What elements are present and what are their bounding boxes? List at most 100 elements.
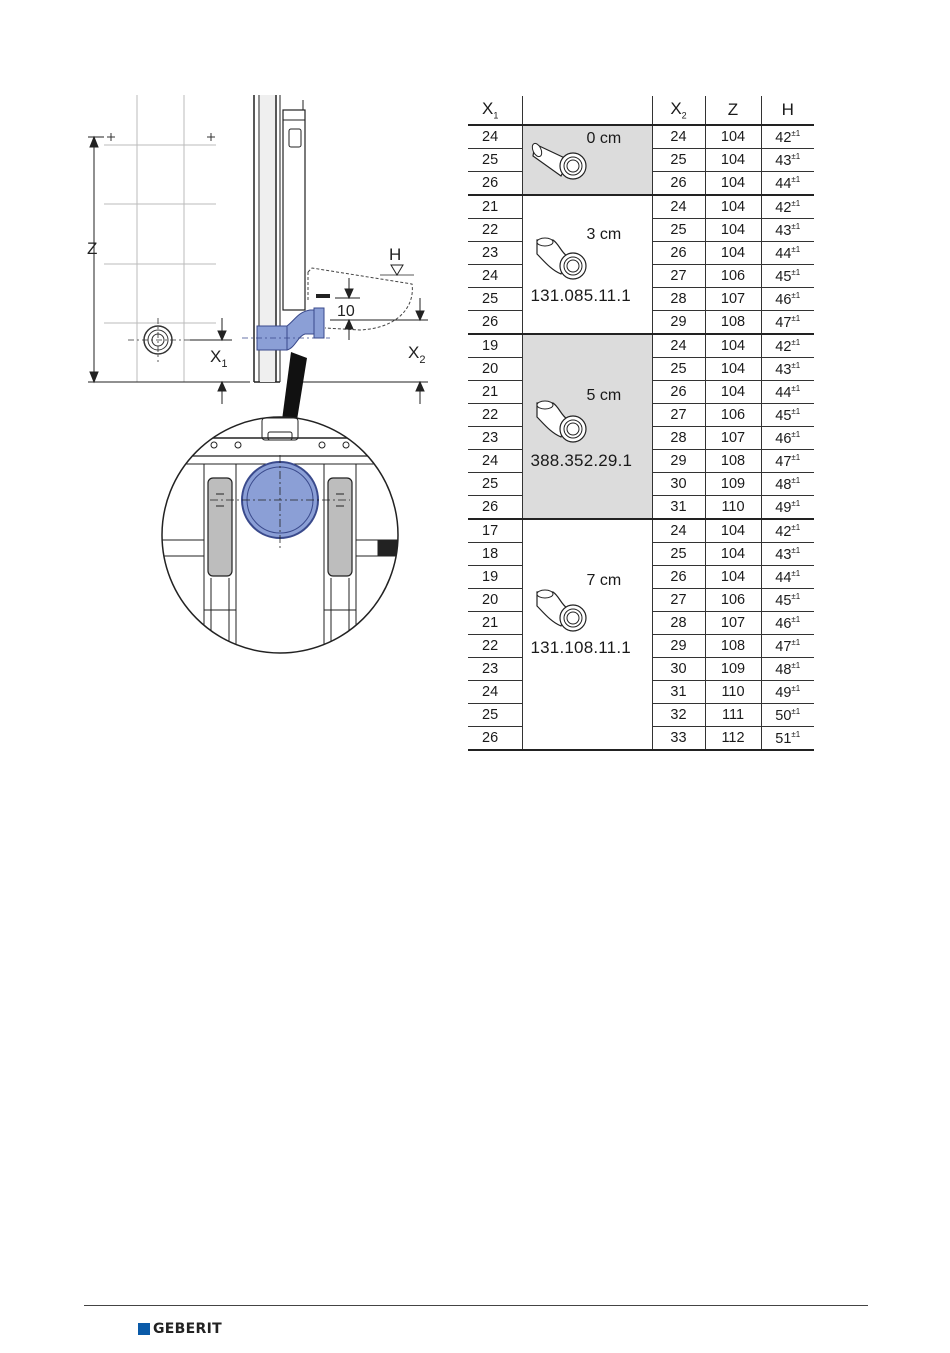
cell-h: 43±1 <box>760 357 814 381</box>
cell-x1: 25 <box>468 148 522 172</box>
tolerance: ±1 <box>791 198 801 208</box>
cell-x2: 27 <box>651 588 705 612</box>
h-value: 43 <box>775 361 792 378</box>
cell-h: 44±1 <box>760 241 814 265</box>
cell-h: 44±1 <box>760 171 814 196</box>
cell-h: 49±1 <box>760 680 814 704</box>
cell-x1: 20 <box>468 357 522 381</box>
cell-h: 44±1 <box>760 380 814 404</box>
h-value: 43 <box>775 546 792 563</box>
fitting-cell: 0 cm <box>521 125 652 196</box>
h-value: 47 <box>775 453 792 470</box>
cell-x2: 26 <box>651 565 705 589</box>
cell-z: 106 <box>704 264 761 288</box>
h-marker-icon <box>380 264 414 276</box>
cell-h: 48±1 <box>760 657 814 681</box>
h-value: 46 <box>775 615 792 632</box>
cell-x1: 24 <box>468 264 522 288</box>
cell-z: 107 <box>704 287 761 311</box>
brand-name: GEBERIT <box>153 1321 222 1337</box>
cell-x1: 20 <box>468 588 522 612</box>
cell-x1: 17 <box>468 519 522 543</box>
cell-x1: 25 <box>468 472 522 496</box>
article-number: 131.085.11.1 <box>530 286 631 305</box>
h-value: 46 <box>775 291 792 308</box>
tolerance: ±1 <box>791 591 801 601</box>
tolerance: ±1 <box>791 267 801 277</box>
cell-z: 109 <box>704 472 761 496</box>
cell-h: 44±1 <box>760 565 814 589</box>
cell-h: 42±1 <box>760 334 814 358</box>
tolerance: ±1 <box>791 313 801 323</box>
table-header-row: X1 X2 Z H <box>468 96 814 126</box>
cell-h: 43±1 <box>760 542 814 566</box>
cell-z: 104 <box>704 565 761 589</box>
header-h: H <box>760 96 814 126</box>
cell-z: 108 <box>704 310 761 335</box>
cell-x1: 26 <box>468 495 522 520</box>
header-x1: X1 <box>468 96 522 126</box>
cell-z: 106 <box>704 588 761 612</box>
drain-pipe <box>242 294 330 351</box>
h-value: 51 <box>775 730 792 747</box>
tolerance: ±1 <box>791 360 801 370</box>
tolerance: ±1 <box>791 406 801 416</box>
crosshair-marks <box>107 133 215 141</box>
tolerance: ±1 <box>791 174 801 184</box>
header-z: Z <box>704 96 761 126</box>
cell-z: 106 <box>704 403 761 427</box>
label-z: Z <box>87 239 97 258</box>
h-value: 46 <box>775 430 792 447</box>
cell-x2: 29 <box>651 634 705 658</box>
cell-x1: 21 <box>468 380 522 404</box>
tolerance: ±1 <box>791 151 801 161</box>
cell-z: 104 <box>704 218 761 242</box>
tolerance: ±1 <box>791 614 801 624</box>
cell-x2: 25 <box>651 148 705 172</box>
h-value: 42 <box>775 523 792 540</box>
cell-h: 49±1 <box>760 495 814 520</box>
article-number: 388.352.29.1 <box>530 451 633 470</box>
cell-z: 104 <box>704 195 761 219</box>
tolerance: ±1 <box>791 290 801 300</box>
cell-z: 110 <box>704 495 761 520</box>
tolerance: ±1 <box>791 568 801 578</box>
cell-x1: 19 <box>468 565 522 589</box>
cell-x2: 28 <box>651 287 705 311</box>
cell-x1: 26 <box>468 726 522 751</box>
h-value: 43 <box>775 222 792 239</box>
cell-x2: 26 <box>651 241 705 265</box>
label-10: 10 <box>337 303 355 320</box>
cell-z: 108 <box>704 634 761 658</box>
cell-z: 104 <box>704 148 761 172</box>
h-value: 44 <box>775 569 792 586</box>
h-value: 43 <box>775 152 792 169</box>
cell-x1: 21 <box>468 195 522 219</box>
wall-shading <box>260 95 275 382</box>
h-value: 47 <box>775 314 792 331</box>
tolerance: ±1 <box>791 383 801 393</box>
wc-bowl-outline <box>307 267 413 331</box>
front-view <box>104 95 216 383</box>
cell-x1: 24 <box>468 680 522 704</box>
fitting-offset: 7 cm <box>586 572 622 589</box>
h-value: 45 <box>775 268 792 285</box>
h-value: 44 <box>775 384 792 401</box>
h-value: 48 <box>775 476 792 493</box>
cell-h: 42±1 <box>760 195 814 219</box>
cell-x2: 25 <box>651 542 705 566</box>
h-value: 49 <box>775 499 792 516</box>
cell-h: 47±1 <box>760 310 814 335</box>
